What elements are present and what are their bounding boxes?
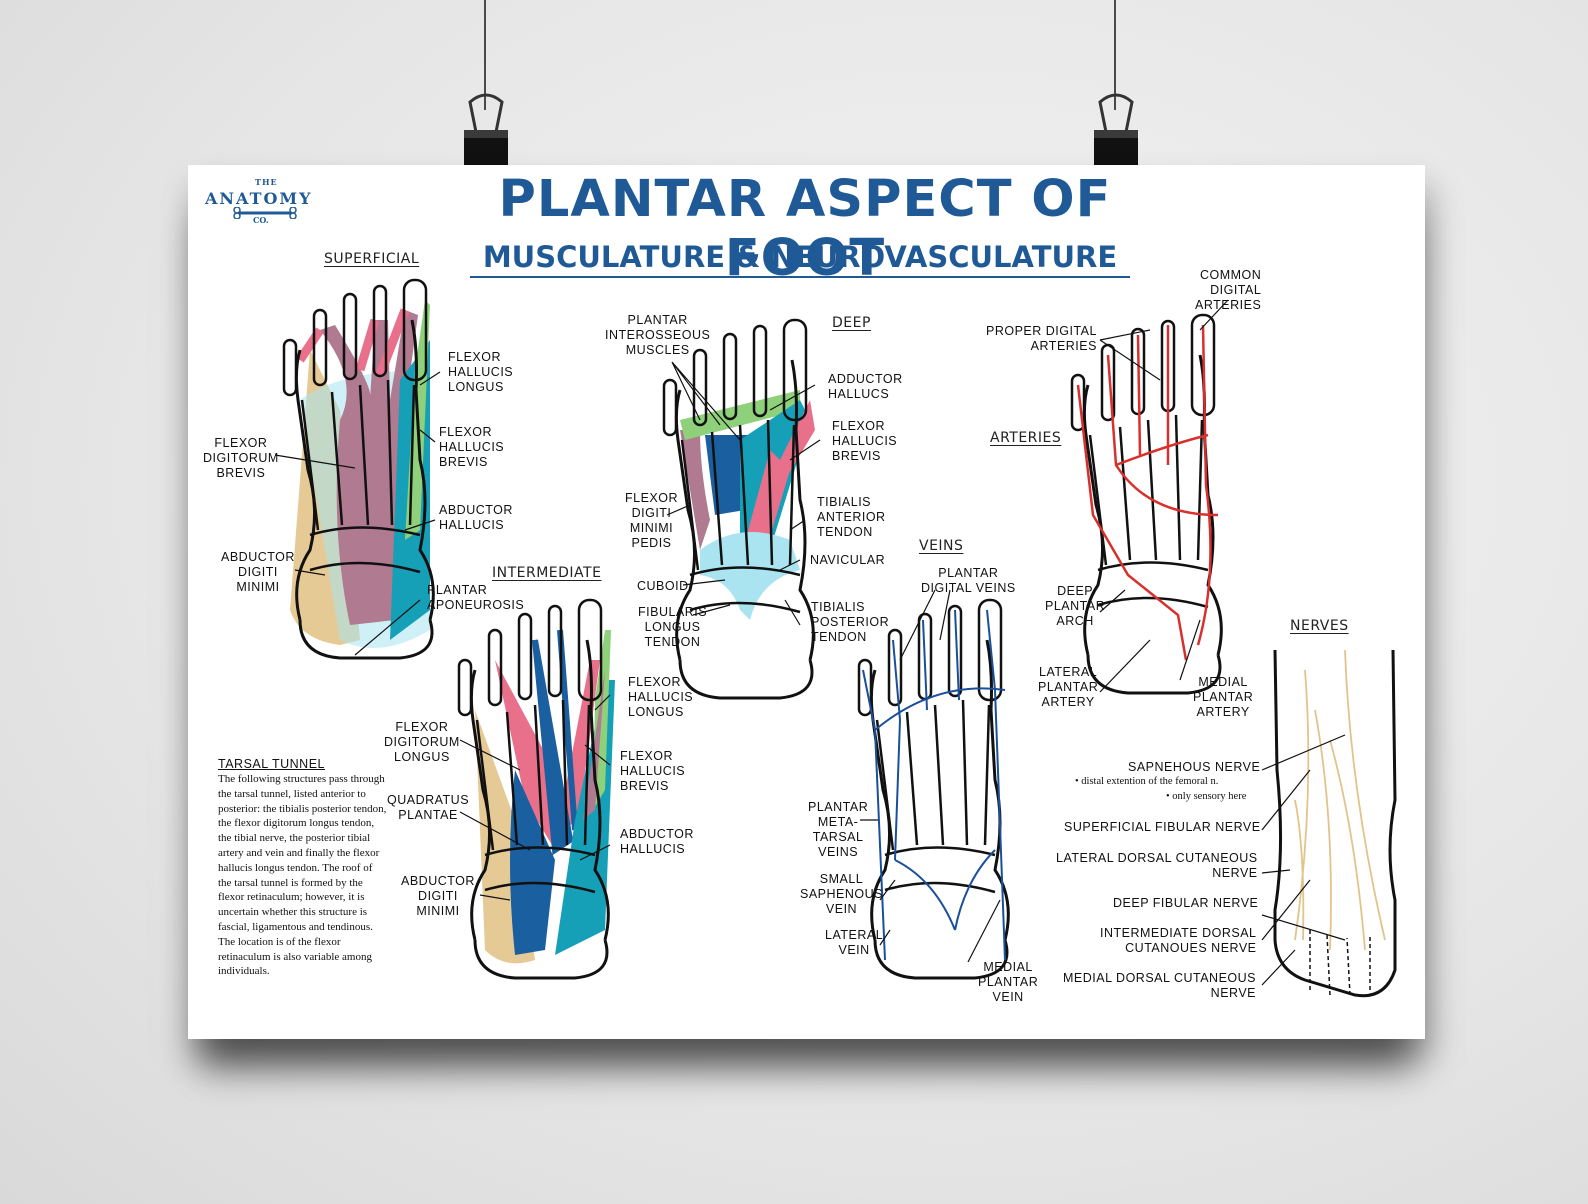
nerves-foot-figure xyxy=(1273,649,1397,998)
label-nerve-lateral-dorsal-cutaneous: LATERAL DORSAL CUTANEOUS NERVE xyxy=(1056,851,1258,880)
label-deep-plantar-interosseous: PLANTAR INTEROSSEOUS MUSCLES xyxy=(605,313,711,357)
label-veins-small-saphenous: SMALL SAPHENOUS VEIN xyxy=(800,872,883,916)
label-int-abductor-digiti-minimi: ABDUCTOR DIGITI MINIMI xyxy=(401,874,475,918)
label-sup-flexor-hallucis-brevis: FLEXOR HALLUCIS BREVIS xyxy=(439,425,505,469)
logo-co: CO. xyxy=(253,215,269,225)
label-int-flexor-digitorum-longus: FLEXOR DIGITORUM LONGUS xyxy=(384,720,460,764)
label-nerve-intermediate-dorsal-cutaneous: INTERMEDIATE DORSAL CUTANOUES NERVE xyxy=(1100,926,1257,955)
label-deep-adductor-hallucis: ADDUCTOR HALLUCS xyxy=(828,372,903,401)
label-deep-tibialis-posterior: TIBIALIS POSTERIOR TENDON xyxy=(811,600,890,644)
bone-icon xyxy=(233,207,297,219)
label-int-flexor-hallucis-brevis: FLEXOR HALLUCIS BREVIS xyxy=(620,749,686,793)
section-arteries: ARTERIES xyxy=(990,430,1062,446)
binder-clip-right xyxy=(1094,93,1138,170)
label-sup-abductor-hallucis: ABDUCTOR HALLUCIS xyxy=(439,503,513,532)
label-veins-lateral: LATERAL VEIN xyxy=(825,928,884,957)
label-veins-medial-plantar: MEDIAL PLANTAR VEIN xyxy=(978,960,1039,1004)
label-art-proper-digital: PROPER DIGITAL ARTERIES xyxy=(986,324,1097,353)
label-deep-flexor-digiti-minimi-pedis: FLEXOR DIGITI MINIMI PEDIS xyxy=(625,491,679,550)
logo-the: THE xyxy=(255,177,278,187)
section-superficial: SUPERFICIAL xyxy=(324,251,420,267)
arteries-foot-figure xyxy=(1070,313,1223,695)
label-art-lateral-plantar: LATERAL PLANTAR ARTERY xyxy=(1038,665,1099,709)
label-int-flexor-hallucis-longus: FLEXOR HALLUCIS LONGUS xyxy=(628,675,694,719)
binder-clip-left xyxy=(464,93,508,170)
label-deep-fibularis-longus: FIBULARIS LONGUS TENDON xyxy=(638,605,708,649)
subtitle-underline xyxy=(470,276,1130,278)
section-deep: DEEP xyxy=(832,315,871,331)
label-nerve-deep-fibular: DEEP FIBULAR NERVE xyxy=(1113,896,1259,910)
label-sup-flexor-digitorum-brevis: FLEXOR DIGITORUM BREVIS xyxy=(203,436,279,480)
label-art-medial-plantar: MEDIAL PLANTAR ARTERY xyxy=(1193,675,1254,719)
label-deep-cuboid: CUBOID xyxy=(637,579,689,593)
section-intermediate: INTERMEDIATE xyxy=(492,565,602,581)
veins-foot-figure xyxy=(857,598,1010,980)
label-nerve-saphenous-note1: • distal extention of the femoral n. xyxy=(1075,776,1219,787)
label-art-deep-plantar-arch: DEEP PLANTAR ARCH xyxy=(1045,584,1106,628)
label-deep-tibialis-anterior: TIBIALIS ANTERIOR TENDON xyxy=(817,495,886,539)
label-nerve-medial-dorsal-cutaneous: MEDIAL DORSAL CUTANEOUS NERVE xyxy=(1063,971,1257,1000)
superficial-foot-figure xyxy=(282,278,435,660)
logo-word: ANATOMY xyxy=(205,189,313,208)
label-sup-plantar-aponeurosis: PLANTAR APONEUROSIS xyxy=(427,583,525,612)
label-nerve-saphenous: SAPNEHOUS NERVE xyxy=(1128,760,1261,774)
label-nerve-saphenous-note2: • only sensory here xyxy=(1166,791,1247,802)
label-sup-flexor-hallucis-longus: FLEXOR HALLUCIS LONGUS xyxy=(448,350,514,394)
intermediate-foot-figure xyxy=(457,598,615,980)
label-sup-abductor-digiti-minimi: ABDUCTOR DIGITI MINIMI xyxy=(221,550,295,594)
poster-subtitle: MUSCULATURE & NEUROVASCULATURE xyxy=(482,240,1118,274)
label-deep-flexor-hallucis-brevis: FLEXOR HALLUCIS BREVIS xyxy=(832,419,898,463)
leader-lines xyxy=(274,299,1346,986)
section-veins: VEINS xyxy=(919,538,964,554)
poster-title: PLANTAR ASPECT OF FOOT xyxy=(498,170,1112,288)
tarsal-tunnel-body: The following structures pass through th… xyxy=(218,773,387,978)
hanging-wire-right xyxy=(1114,0,1116,110)
deep-foot-figure xyxy=(662,318,815,700)
section-nerves: NERVES xyxy=(1290,618,1349,634)
label-nerve-superficial-fibular: SUPERFICIAL FIBULAR NERVE xyxy=(1064,820,1261,834)
label-art-common-digital: COMMON DIGITAL ARTERIES xyxy=(1195,268,1262,312)
label-int-abductor-hallucis: ABDUCTOR HALLUCIS xyxy=(620,827,694,856)
label-deep-navicular: NAVICULAR xyxy=(810,553,886,567)
label-veins-plantar-metatarsal: PLANTAR META- TARSAL VEINS xyxy=(808,800,869,859)
hanging-wire-left xyxy=(484,0,486,110)
label-int-quadratus-plantae: QUADRATUS PLANTAE xyxy=(387,793,470,822)
tarsal-tunnel-title: TARSAL TUNNEL xyxy=(218,757,325,771)
label-veins-plantar-digital: PLANTAR DIGITAL VEINS xyxy=(921,566,1016,595)
